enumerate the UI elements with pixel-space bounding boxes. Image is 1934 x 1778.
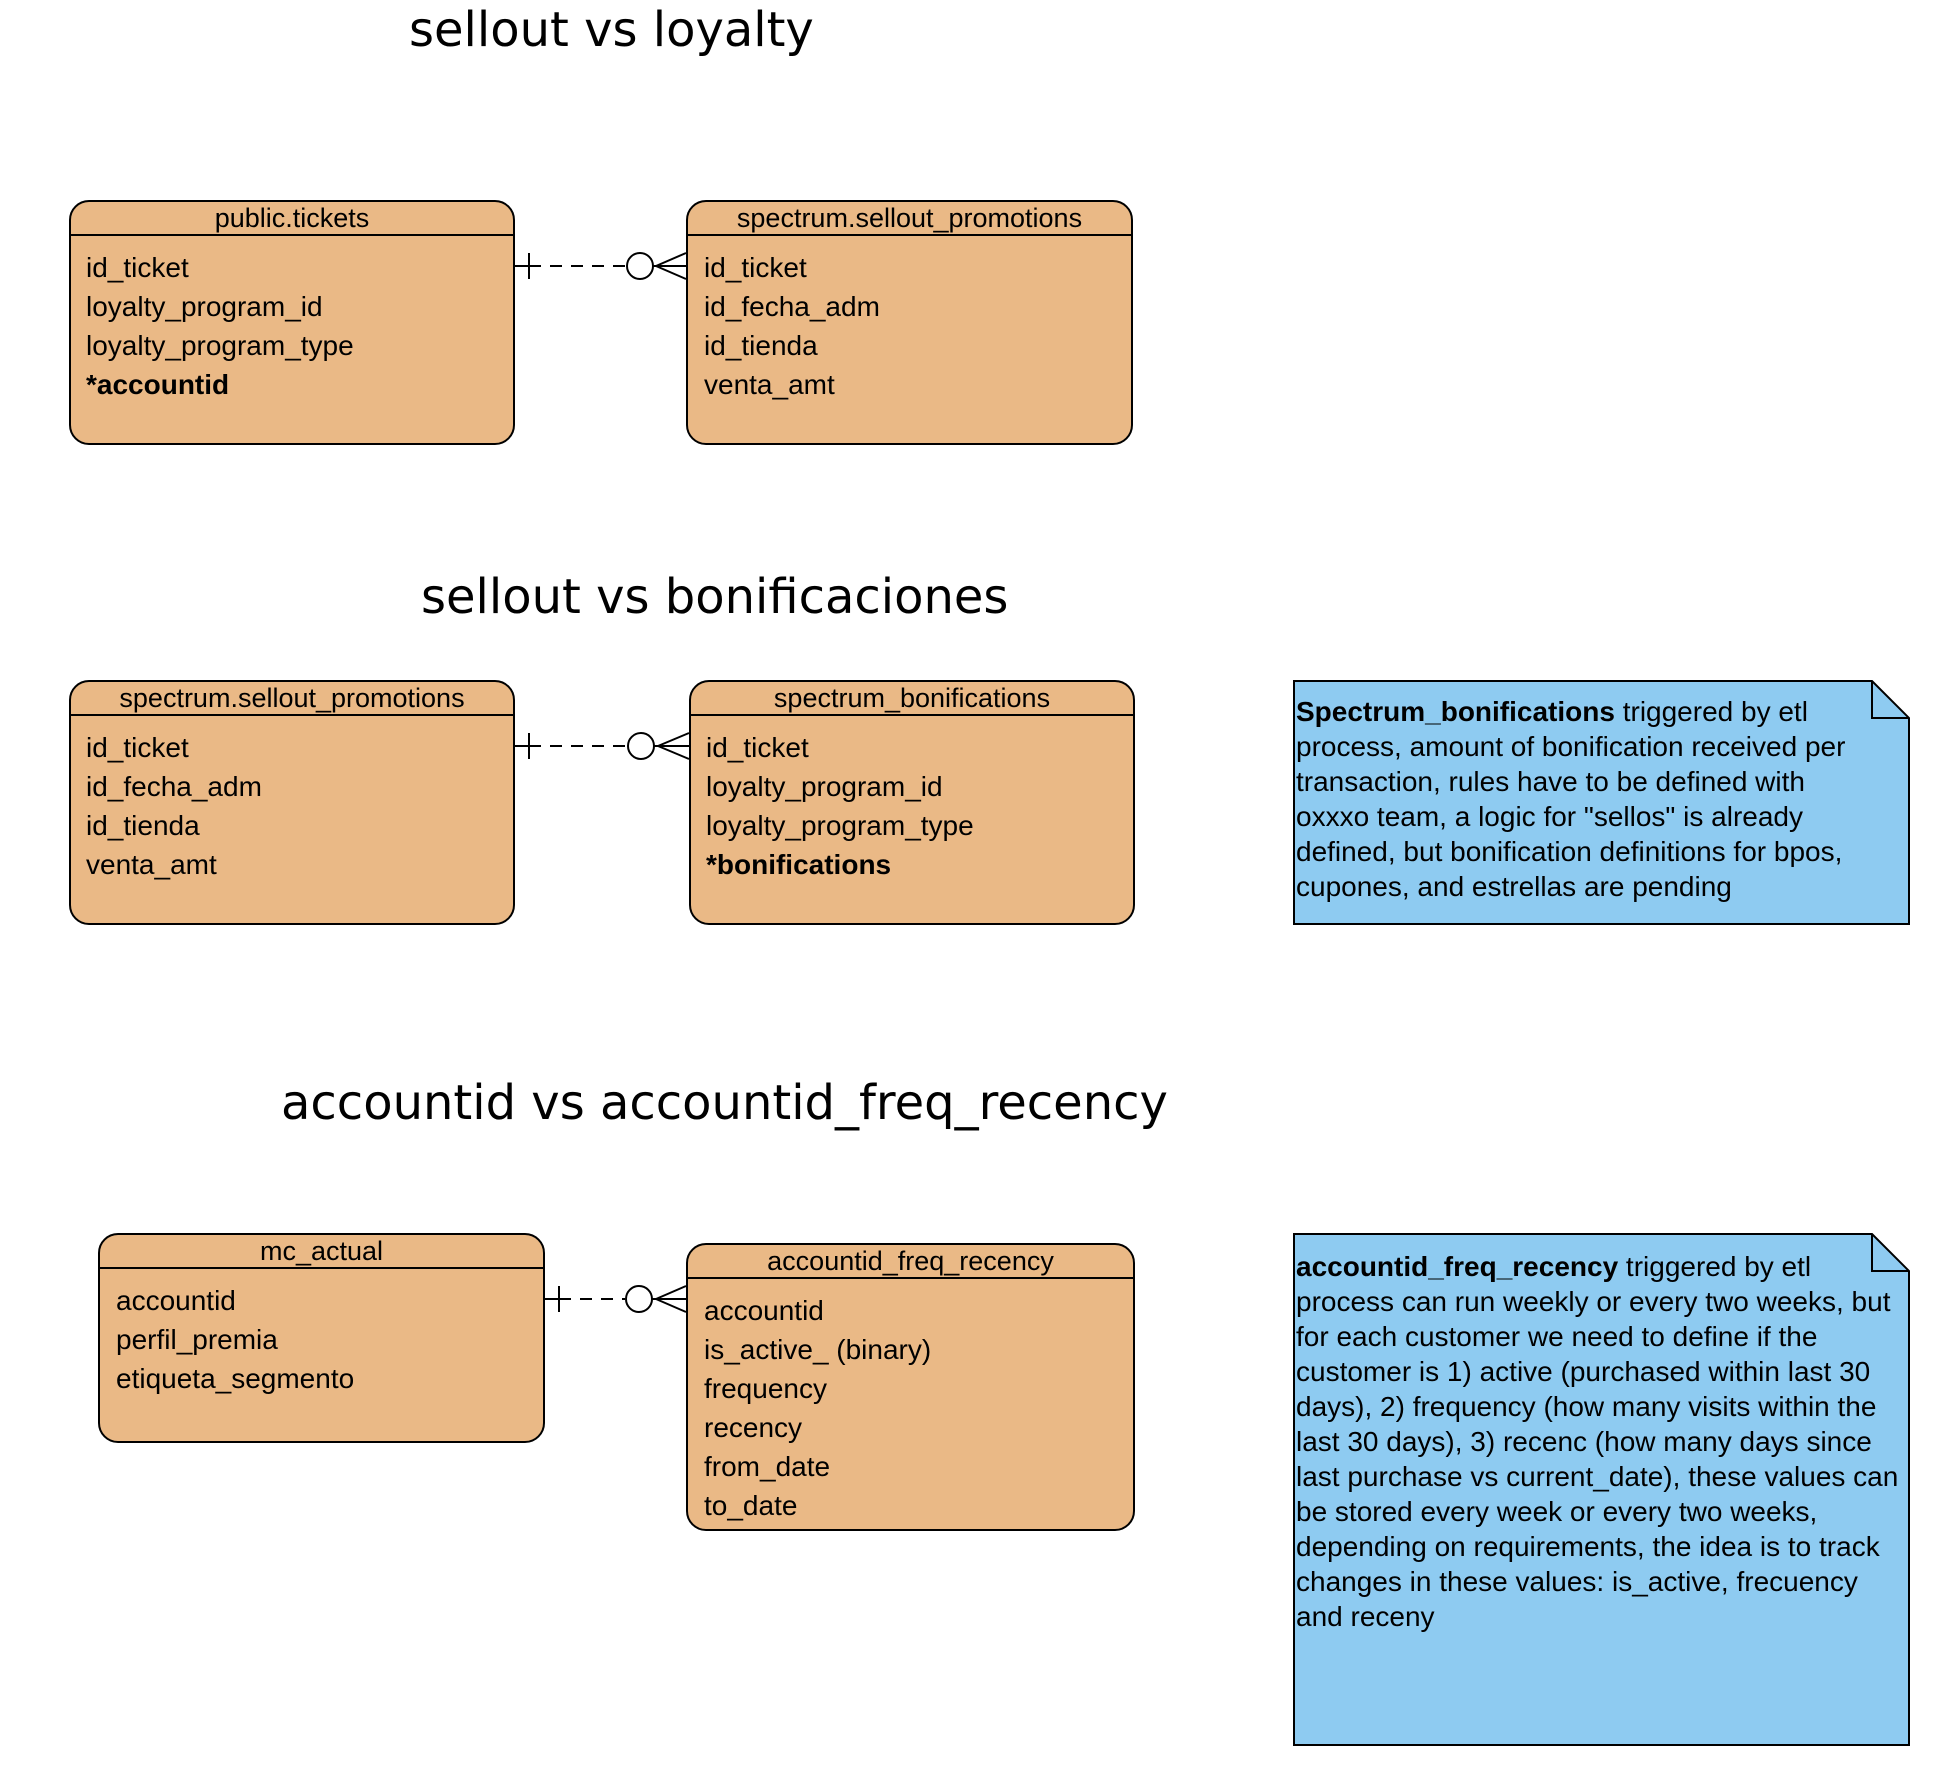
entity-field: id_fecha_adm (704, 291, 880, 322)
entity-field-list: id_ticket loyalty_program_id loyalty_pro… (71, 236, 513, 404)
entity-field: id_tienda (86, 810, 200, 841)
note-shape (1293, 1233, 1910, 1746)
entity-field: from_date (704, 1451, 831, 1482)
entity-field: id_ticket (86, 732, 189, 763)
connector-mcactual-to-freq-recency (545, 1285, 687, 1313)
note-text: Spectrum_bonifications triggered by etl … (1296, 694, 1870, 904)
entity-spectrum-sellout-promotions[interactable]: spectrum.sellout_promotions id_ticket id… (686, 200, 1133, 445)
entity-key-field: *accountid (86, 369, 230, 400)
note-title: Spectrum_bonifications (1296, 696, 1615, 727)
entity-header: spectrum_bonifications (691, 682, 1133, 716)
entity-field: perfil_premia (116, 1324, 278, 1355)
note-shape (1293, 680, 1910, 925)
entity-mc-actual[interactable]: mc_actual accountid perfil_premia etique… (98, 1233, 545, 1443)
connector-sellout-to-bonifications (515, 732, 690, 760)
entity-field: loyalty_program_type (706, 810, 974, 841)
entity-field: loyalty_program_id (86, 291, 323, 322)
entity-field: id_ticket (704, 252, 807, 283)
entity-header: spectrum.sellout_promotions (688, 202, 1131, 236)
entity-field: loyalty_program_id (706, 771, 943, 802)
entity-field: recency (704, 1412, 803, 1443)
entity-field: id_ticket (86, 252, 189, 283)
entity-header: spectrum.sellout_promotions (71, 682, 513, 716)
entity-public-tickets[interactable]: public.tickets id_ticket loyalty_program… (69, 200, 515, 445)
note-body: triggered by etl process, amount of boni… (1296, 696, 1846, 902)
entity-field: accountid (704, 1295, 824, 1326)
entity-field: id_tienda (704, 330, 818, 361)
entity-field: id_fecha_adm (86, 771, 262, 802)
entity-header: public.tickets (71, 202, 513, 236)
entity-field: loyalty_program_type (86, 330, 354, 361)
entity-field-list: id_ticket id_fecha_adm id_tienda venta_a… (688, 236, 1131, 404)
entity-field: venta_amt (86, 849, 217, 880)
section-title-sellout-loyalty: sellout vs loyalty (409, 2, 814, 58)
entity-field-list: id_ticket id_fecha_adm id_tienda venta_a… (71, 716, 513, 884)
note-accountid-freq-recency: accountid_freq_recency triggered by etl … (1293, 1233, 1910, 1746)
connector-tickets-to-sellout (515, 252, 687, 280)
note-spectrum-bonifications: Spectrum_bonifications triggered by etl … (1293, 680, 1910, 925)
note-body: triggered by etl process can run weekly … (1296, 1251, 1899, 1632)
entity-field: accountid (116, 1285, 236, 1316)
section-title-sellout-bonificaciones: sellout vs bonificaciones (421, 569, 1009, 625)
entity-field-list: id_ticket loyalty_program_id loyalty_pro… (691, 716, 1133, 884)
entity-header: mc_actual (100, 1235, 543, 1269)
entity-field: to_date (704, 1490, 798, 1521)
note-title: accountid_freq_recency (1296, 1251, 1619, 1282)
entity-field-list: accountid perfil_premia etiqueta_segment… (100, 1269, 543, 1398)
entity-field: frequency (704, 1373, 827, 1404)
entity-header: accountid_freq_recency (688, 1245, 1133, 1279)
entity-field-list: accountid is_active_ (binary) frequency … (688, 1279, 1133, 1525)
entity-field: id_ticket (706, 732, 809, 763)
entity-field: is_active_ (binary) (704, 1334, 932, 1365)
note-text: accountid_freq_recency triggered by etl … (1296, 1249, 1908, 1634)
section-title-accountid-freq-recency: accountid vs accountid_freq_recency (281, 1075, 1168, 1131)
entity-field: venta_amt (704, 369, 835, 400)
entity-spectrum-bonifications[interactable]: spectrum_bonifications id_ticket loyalty… (689, 680, 1135, 925)
entity-key-field: *bonifications (706, 849, 892, 880)
entity-spectrum-sellout-promotions-2[interactable]: spectrum.sellout_promotions id_ticket id… (69, 680, 515, 925)
entity-accountid-freq-recency[interactable]: accountid_freq_recency accountid is_acti… (686, 1243, 1135, 1531)
entity-field: etiqueta_segmento (116, 1363, 355, 1394)
